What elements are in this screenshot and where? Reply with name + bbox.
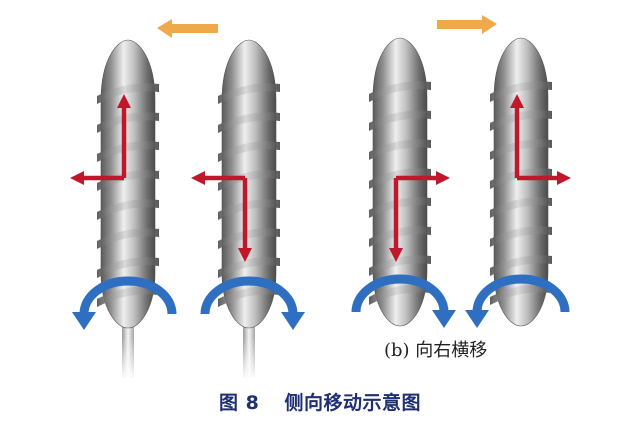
thread-ridge xyxy=(218,286,280,307)
thread-ridge xyxy=(97,199,159,220)
thread-ridge xyxy=(490,284,552,305)
thread-ridge xyxy=(97,83,159,104)
thread-ridge xyxy=(490,81,552,102)
thread-ridge xyxy=(218,257,280,278)
rotation-arrow-head xyxy=(72,312,96,330)
bolt-body-shape xyxy=(100,39,156,329)
figure-caption: 图 8 侧向移动示意图 xyxy=(0,388,640,415)
thread-ridge xyxy=(369,168,431,189)
rotation-arrow-counterclockwise xyxy=(79,276,177,315)
thread-ridge xyxy=(218,170,280,191)
force-horizontal-head xyxy=(557,171,571,185)
bolt-body-a-left xyxy=(70,39,177,380)
thread-ridge xyxy=(218,112,280,133)
bolt-body-b-left xyxy=(351,37,456,328)
bolt-body-shape xyxy=(372,37,428,327)
thread-ridge xyxy=(369,81,431,102)
rotation-arrow-head xyxy=(281,312,305,330)
thread-ridge xyxy=(97,228,159,249)
thread-ridge xyxy=(369,110,431,131)
subfigure-label: (b) 向右横移 xyxy=(384,340,488,361)
bolt-body-b-right xyxy=(465,37,571,328)
thread-ridge xyxy=(218,83,280,104)
shaft-fade xyxy=(241,338,257,380)
thread-ridge xyxy=(218,228,280,249)
shaft-fade xyxy=(120,338,136,380)
thread-ridge xyxy=(490,139,552,160)
rotation-arrow-head xyxy=(465,310,489,328)
figure-number: 图 8 xyxy=(219,392,260,414)
thread-ridge xyxy=(97,112,159,133)
force-horizontal-head xyxy=(436,171,450,185)
force-vertical-head xyxy=(389,248,403,262)
force-vertical-head xyxy=(238,248,252,262)
force-horizontal-head xyxy=(70,171,84,185)
rotation-arrow-clockwise xyxy=(200,276,298,315)
force-horizontal-head xyxy=(191,171,205,185)
thread-ridge xyxy=(490,255,552,276)
thread-ridge xyxy=(369,226,431,247)
movement-right-arrow xyxy=(437,15,497,34)
thread-ridge xyxy=(369,284,431,305)
thread-ridge xyxy=(369,139,431,160)
rotation-arrow-head xyxy=(432,310,456,328)
bolt-body-shape xyxy=(221,39,277,329)
bolt-body-a-right xyxy=(191,39,305,380)
thread-ridge xyxy=(490,168,552,189)
thread-ridge xyxy=(490,197,552,218)
thread-ridge xyxy=(97,257,159,278)
figure-title: 侧向移动示意图 xyxy=(284,392,421,414)
force-vertical-head xyxy=(510,94,524,108)
thread-ridge xyxy=(490,110,552,131)
thread-ridge xyxy=(369,197,431,218)
rotation-arrow-clockwise xyxy=(351,274,449,313)
thread-ridge xyxy=(97,170,159,191)
rotation-arrow-counterclockwise xyxy=(472,274,570,313)
bolt-body-shape xyxy=(493,37,549,327)
force-vertical-head xyxy=(117,94,131,108)
thread-ridge xyxy=(490,226,552,247)
thread-ridge xyxy=(369,255,431,276)
thread-ridge xyxy=(218,141,280,162)
movement-left-arrow xyxy=(157,19,218,38)
thread-ridge xyxy=(97,286,159,307)
thread-ridge xyxy=(97,141,159,162)
thread-ridge xyxy=(218,199,280,220)
